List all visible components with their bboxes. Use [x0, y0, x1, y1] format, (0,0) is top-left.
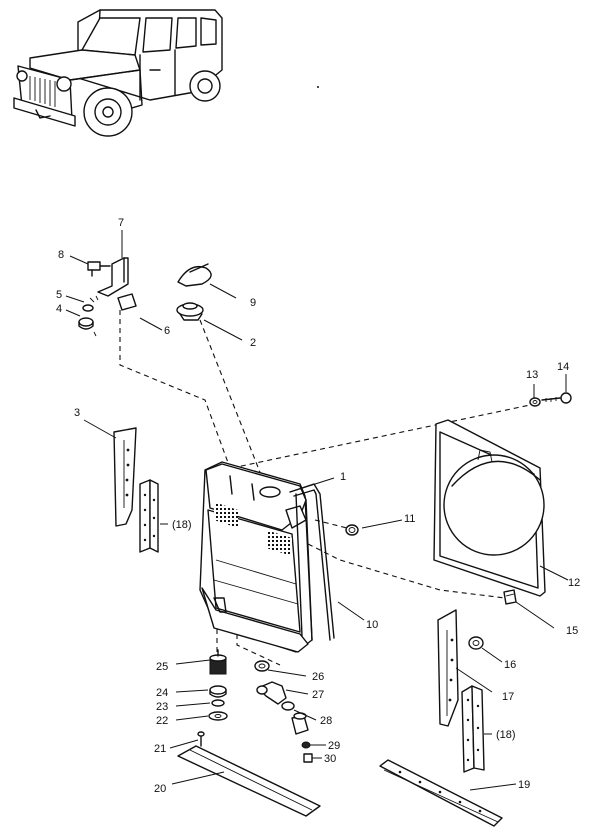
label-part-25: 25	[156, 661, 168, 673]
washer	[529, 397, 541, 407]
hose-clamp	[281, 701, 295, 711]
drain-valve	[291, 712, 309, 735]
mount-washer	[211, 699, 225, 707]
support-bolt	[197, 731, 205, 747]
shroud-clip	[503, 589, 517, 605]
lower-right-rail	[379, 759, 503, 827]
vehicle-illustration	[13, 9, 223, 137]
label-part-20: 20	[154, 783, 166, 795]
label-part-6: 6	[164, 325, 170, 337]
label-part-27: 27	[312, 689, 324, 701]
label-part-1: 1	[340, 471, 346, 483]
lower-support-rail	[177, 745, 321, 817]
label-part-10: 10	[366, 619, 378, 631]
label-part-8: 8	[58, 249, 64, 261]
bracket-bolt	[87, 261, 111, 277]
mount-nut	[78, 317, 97, 337]
label-part-11: 11	[404, 513, 415, 525]
label-part-18-right: (18)	[496, 729, 516, 741]
right-air-guide	[437, 609, 459, 727]
hose-ring	[254, 660, 270, 672]
screw	[541, 392, 572, 404]
label-part-24: 24	[156, 687, 168, 699]
label-part-13: 13	[526, 369, 538, 381]
drain-elbow	[256, 681, 287, 705]
label-part-18-left: (18)	[172, 519, 192, 531]
drain-seal	[301, 741, 311, 749]
mounting-bracket	[97, 257, 129, 297]
label-part-9: 9	[250, 297, 256, 309]
rubber-mount	[209, 649, 227, 675]
radiator-cap	[176, 302, 204, 321]
label-part-21: 21	[154, 743, 166, 755]
side-grommet	[468, 636, 484, 650]
label-part-14: 14	[557, 361, 569, 373]
nut-washer	[82, 295, 99, 312]
left-air-guide	[113, 427, 137, 527]
label-part-26: 26	[312, 671, 324, 683]
mount-spacer	[209, 685, 227, 698]
label-part-30: 30	[324, 753, 336, 765]
label-part-12: 12	[568, 577, 580, 589]
left-seal-strip	[139, 479, 159, 553]
label-part-23: 23	[156, 701, 168, 713]
label-part-28: 28	[320, 715, 332, 727]
label-part-15: 15	[566, 625, 578, 637]
label-part-16: 16	[504, 659, 516, 671]
part-labels: 7 8 5 4 6 9 2 3 1 11 (18) 13 14 12 10 15…	[56, 217, 580, 795]
mount-bushing	[208, 711, 228, 721]
assembly-lines	[119, 310, 531, 666]
label-part-5: 5	[56, 289, 62, 301]
label-part-22: 22	[156, 715, 168, 727]
label-part-7: 7	[118, 217, 124, 229]
label-part-29: 29	[328, 740, 340, 752]
stray-mark	[317, 86, 319, 88]
label-part-17: 17	[502, 691, 514, 703]
label-part-19: 19	[518, 779, 530, 791]
drain-plug	[303, 753, 313, 763]
grommet	[345, 524, 359, 536]
right-seal-strip	[461, 685, 485, 773]
radiator-core	[199, 461, 313, 653]
label-part-4: 4	[56, 303, 62, 315]
rubber-pad	[117, 293, 137, 311]
fan-shroud	[433, 419, 546, 597]
cable-tie	[177, 263, 212, 287]
leader-lines	[65, 230, 569, 791]
label-part-3: 3	[74, 407, 80, 419]
label-part-2: 2	[250, 337, 256, 349]
